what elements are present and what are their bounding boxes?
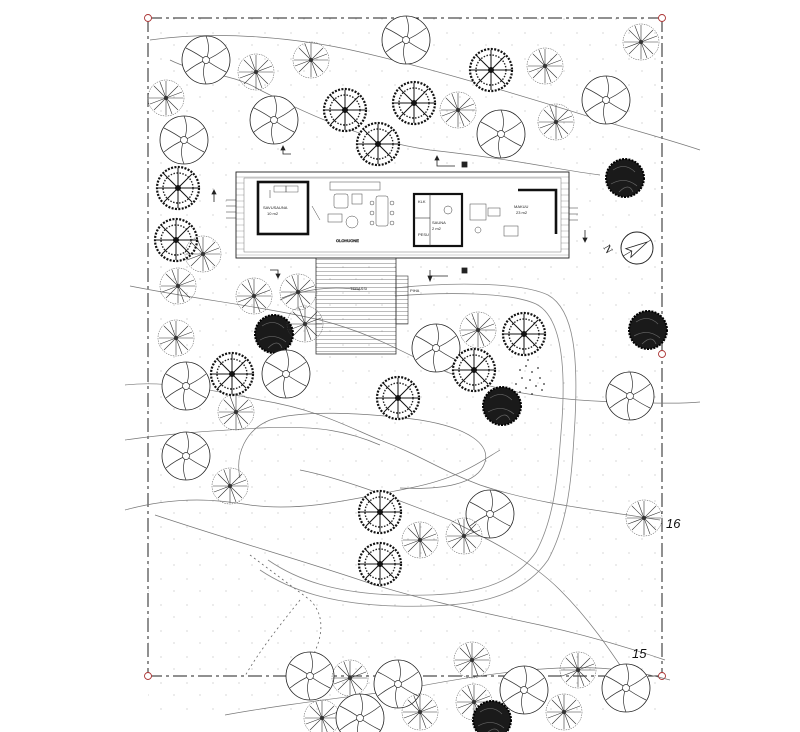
tree-icon [601, 663, 651, 713]
contour-label-16: 16 [666, 516, 681, 531]
tree-icon [159, 115, 209, 165]
tree-icon [285, 651, 335, 701]
tree-icon [391, 80, 437, 126]
north-arrow-icon: N [600, 231, 654, 265]
tree-icon [357, 541, 403, 587]
tree-icon [628, 310, 668, 350]
room-hall: KLK SAUNA 2 m2 PESU [412, 192, 464, 248]
tree-icon [472, 700, 512, 732]
tree-icon [545, 693, 583, 731]
hall-name: SAUNA [432, 220, 446, 225]
driveway [259, 283, 577, 607]
contour-label-15: 15 [632, 646, 647, 661]
tree-icon [499, 665, 549, 715]
hall-area: 2 m2 [432, 226, 442, 231]
footpaths [244, 554, 322, 677]
sauna-name: SAVUSAUNA [263, 205, 288, 210]
tree-icon [381, 15, 431, 65]
shrub-cluster [515, 359, 545, 395]
tree-icon [355, 121, 401, 167]
sauna-area: 10 m2 [267, 211, 279, 216]
bedroom-area: 23 m2 [516, 210, 528, 215]
tree-icon [254, 314, 294, 354]
tree-icon [153, 217, 199, 263]
bedroom-name: MAKUU [514, 204, 529, 209]
tree-icon [161, 431, 211, 481]
tree-icon [451, 347, 497, 393]
tree-icon [161, 361, 211, 411]
tree-icon [411, 323, 461, 373]
room-living: OLOHUONE [311, 181, 395, 243]
tree-icon [482, 386, 522, 426]
tree-icon [209, 351, 255, 397]
living-name: OLOHUONE [336, 238, 359, 243]
tree-icon [357, 489, 403, 535]
tree-icon [373, 659, 423, 709]
tree-icon [322, 87, 368, 133]
tree-icon [605, 371, 655, 421]
tree-icon [155, 165, 201, 211]
wash-name: PESU [418, 232, 429, 237]
building: SAVUSAUNA 10 m2 OLOHUONE KLK SAUNA 2 m2 … [226, 171, 578, 259]
terrace-deck: TERASSI PIHA [315, 245, 420, 355]
tree-icon [375, 375, 421, 421]
tree-icon [476, 109, 526, 159]
room-bedroom: MAKUU 23 m2 [469, 188, 558, 237]
tree-icon [605, 158, 645, 198]
terrace-label: TERASSI [350, 286, 367, 291]
section-markers [211, 145, 588, 283]
room-sauna: SAVUSAUNA 10 m2 [256, 180, 310, 236]
tree-icon [401, 693, 439, 731]
tree-icon [581, 75, 631, 125]
tree-icon [249, 95, 299, 145]
tree-icon [261, 349, 311, 399]
closet-name: KLK [418, 199, 426, 204]
tree-icon [465, 489, 515, 539]
tree-icon [501, 311, 547, 357]
entry-label: PIHA [410, 288, 420, 293]
tree-icon [181, 35, 231, 85]
tree-icon [468, 47, 514, 93]
